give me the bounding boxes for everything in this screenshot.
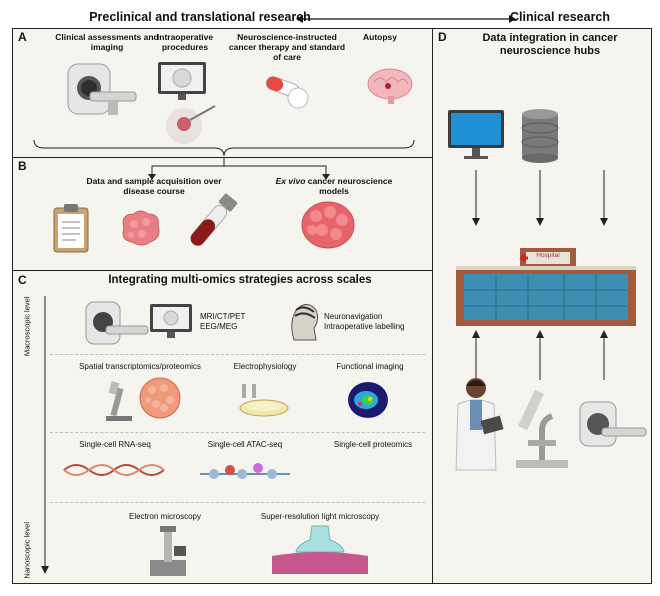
imaging-text-2: EEG/MEG — [200, 322, 238, 331]
header-left-title: Preclinical and translational research — [89, 10, 311, 24]
functional-label: Functional imaging — [336, 362, 404, 371]
head-navigation-icon — [291, 304, 319, 341]
tissue-sample-icon — [122, 210, 160, 246]
super-resolution-icon — [272, 525, 368, 574]
doctor-icon — [455, 378, 504, 471]
row-divider-1 — [50, 354, 425, 355]
clipboard-icon — [53, 204, 89, 253]
database-icon — [521, 109, 559, 163]
rnaseq-label: Single-cell RNA-seq — [79, 440, 151, 449]
chromatin-icon — [200, 463, 290, 479]
panel-d-letter: D — [438, 30, 447, 44]
models-label-rest: cancer neuroscience models — [307, 176, 393, 196]
ephys-label: Electrophysiology — [233, 362, 297, 371]
monitor-icon-c — [150, 304, 192, 338]
blood-tube-icon — [190, 193, 238, 247]
panel-d-title: Data integration in cancer neuroscience … — [482, 32, 618, 57]
mri-scanner-icon-d — [579, 401, 647, 447]
petri-dish-icon — [239, 384, 289, 417]
panel-a-label-4: Autopsy — [363, 32, 397, 42]
double-arrow-icon — [296, 15, 516, 23]
nanoscopic-label: Nanoscopic level — [22, 521, 32, 579]
row-divider-3 — [50, 502, 425, 503]
models-label: Ex vivo cancer neuroscience models — [268, 176, 400, 197]
row-divider-2 — [50, 432, 425, 433]
macroscopic-label: Macroscopic level — [22, 296, 32, 357]
arrows-down-to-hospital — [472, 170, 608, 226]
proteomics-label: Single-cell proteomics — [333, 440, 413, 449]
panel-b-fork-arrows — [148, 158, 330, 180]
imaging-text-1: MRI/CT/PET — [200, 312, 246, 321]
panel-c-title: Integrating multi-omics strategies acros… — [108, 274, 372, 286]
microscope-icon — [106, 381, 132, 421]
brain-icon — [367, 68, 413, 104]
scale-axis-arrow — [41, 296, 49, 574]
arrows-up-to-hospital — [472, 330, 608, 380]
panel-a-letter: A — [18, 30, 27, 44]
srlm-label: Super-resolution light microscopy — [260, 512, 380, 521]
header-right-title: Clinical research — [509, 10, 611, 24]
panel-b-letter: B — [18, 159, 27, 173]
hospital-sign: Hospital — [536, 252, 560, 259]
panel-a-bracket — [33, 139, 415, 157]
panel-c-letter: C — [18, 273, 27, 287]
panel-c — [12, 270, 433, 584]
mri-scanner-icon-c — [85, 301, 149, 345]
computer-monitor-icon — [448, 110, 504, 159]
functional-brain-icon — [348, 382, 388, 418]
electron-microscope-icon — [150, 526, 186, 576]
monitor-icon — [158, 62, 206, 100]
panel-a-label-3: Neuroscience-instructed cancer therapy a… — [228, 32, 346, 62]
hospital-building-icon — [456, 248, 636, 326]
models-label-italic: Ex vivo — [275, 176, 306, 186]
acquisition-label: Data and sample acquisition over disease… — [86, 176, 222, 196]
rna-strand-icon — [63, 464, 165, 476]
neuro-text-1: Neuronavigation — [324, 312, 383, 321]
panel-a-label-1: Clinical assessments and imaging — [55, 32, 159, 52]
organoid-icon — [301, 201, 355, 249]
spatial-label: Spatial transcriptomics/proteomics — [79, 362, 201, 371]
lab-microscope-icon — [516, 389, 568, 468]
panel-a-label-2: Intraoperative procedures — [156, 32, 214, 52]
neuro-text-2: Intraoperative labelling — [324, 322, 405, 331]
tissue-section-icon — [139, 377, 181, 419]
surgery-tissue-icon — [166, 105, 216, 144]
pills-icon — [265, 76, 309, 109]
em-label: Electron microscopy — [128, 512, 202, 521]
mri-scanner-icon — [67, 63, 137, 115]
atacseq-label: Single-cell ATAC-seq — [207, 440, 283, 449]
